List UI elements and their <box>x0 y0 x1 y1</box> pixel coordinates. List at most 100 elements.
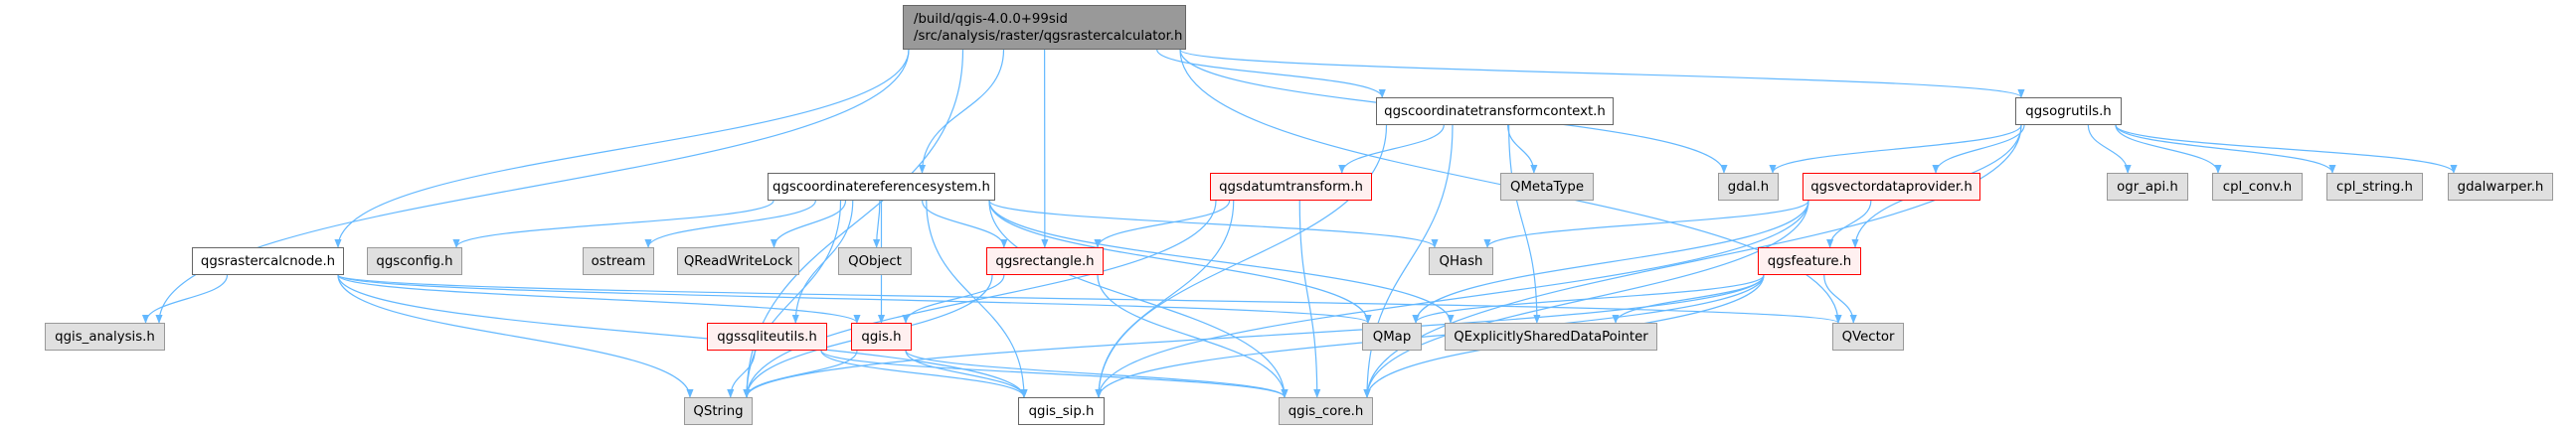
node-label: QVector <box>1841 329 1895 345</box>
edge-qgscrs-to-qesdp <box>988 200 1455 324</box>
node-qstring[interactable]: QString <box>684 397 753 425</box>
node-qgsogrutils[interactable]: qgsogrutils.h <box>2015 97 2122 125</box>
node-qobject[interactable]: QObject <box>838 247 912 275</box>
edge-qgsfeature-to-qmap <box>1412 274 1765 324</box>
node-gdal[interactable]: gdal.h <box>1718 173 1779 201</box>
edge-qgsvectordataprovider-to-qgsfeature <box>1826 200 1872 248</box>
node-label: qgis_sip.h <box>1028 403 1095 419</box>
node-qmap[interactable]: QMap <box>1362 323 1422 351</box>
edge-qgsogrutils-to-ogr_api <box>2087 124 2132 174</box>
node-label: ostream <box>591 253 646 269</box>
edge-qgsctc-to-qesdp <box>1508 124 1541 324</box>
node-label: ogr_api.h <box>2117 179 2178 195</box>
edge-qgsvectordataprovider-to-qhash <box>1483 200 1809 248</box>
node-qgsdatumtransform[interactable]: qgsdatumtransform.h <box>1210 173 1372 201</box>
node-qvector[interactable]: QVector <box>1832 323 1904 351</box>
edge-qgscrs-to-qgis_sip <box>926 200 1028 398</box>
edge-qgsdatumtransform-to-qstring <box>743 200 1217 398</box>
node-qmetatype[interactable]: QMetaType <box>1500 173 1594 201</box>
edge-qgsrectangle-to-qgis <box>902 274 1005 324</box>
edge-qgis-to-qgis_sip <box>905 350 1028 398</box>
edge-qgssqliteutils-to-qgis_sip <box>820 350 1028 398</box>
node-label: QMap <box>1372 329 1412 345</box>
node-label: qgscoordinatereferencesystem.h <box>773 179 990 195</box>
node-gdalwarper[interactable]: gdalwarper.h <box>2448 173 2553 201</box>
edge-qgsrastercalcnode-to-qgis <box>337 274 861 324</box>
edge-qgscrs-to-qobject <box>873 200 881 248</box>
node-qgssqliteutils[interactable]: qgssqliteutils.h <box>707 323 827 351</box>
node-label: cpl_conv.h <box>2222 179 2293 195</box>
node-label-line2: /src/analysis/raster/qgsrastercalculator… <box>914 28 1183 44</box>
node-label: qgis.h <box>861 329 902 345</box>
edge-qgsctc-to-qmetatype <box>1507 124 1538 174</box>
node-qgsfeature[interactable]: qgsfeature.h <box>1758 247 1861 275</box>
node-label: QReadWriteLock <box>683 253 793 269</box>
node-qgsvectordataprovider[interactable]: qgsvectordataprovider.h <box>1803 173 1980 201</box>
edge-root-to-qgscrs <box>918 49 1005 174</box>
node-label: qgsdatumtransform.h <box>1219 179 1363 195</box>
edge-qgsogrutils-to-cpl_conv <box>2115 124 2222 174</box>
node-label: gdalwarper.h <box>2457 179 2544 195</box>
node-qgsrastercalcnode[interactable]: qgsrastercalcnode.h <box>192 247 344 275</box>
node-label: QMetaType <box>1509 179 1585 195</box>
node-qhash[interactable]: QHash <box>1429 247 1493 275</box>
edge-qgscrs-to-qmap <box>988 200 1372 324</box>
node-qgscrs[interactable]: qgscoordinatereferencesystem.h <box>768 173 995 201</box>
node-cpl-string[interactable]: cpl_string.h <box>2326 173 2423 201</box>
edge-qgsfeature-to-qesdp <box>1612 274 1765 324</box>
edge-qgsdatumtransform-to-qgis_core <box>1298 200 1321 398</box>
node-label: qgis_analysis.h <box>55 329 155 345</box>
node-qgsrectangle[interactable]: qgsrectangle.h <box>986 247 1104 275</box>
edge-qgsrastercalcnode-to-qgis_sip <box>337 274 1028 398</box>
edge-qgscrs-to-qreadwritelock <box>770 200 847 248</box>
node-qreadwritelock[interactable]: QReadWriteLock <box>677 247 799 275</box>
edge-qgscrs-to-qgis_core <box>988 200 1288 398</box>
node-ogr-api[interactable]: ogr_api.h <box>2107 173 2188 201</box>
edge-qgsrastercalcnode-to-qgis_analysis <box>141 274 229 324</box>
edge-qgsfeature-to-qstring <box>743 274 1765 398</box>
node-qgsconfig[interactable]: qgsconfig.h <box>367 247 462 275</box>
node-label: qgsfeature.h <box>1767 253 1852 269</box>
node-label-line1: /build/qgis-4.0.0+99sid <box>914 11 1068 27</box>
edge-qgscrs-to-qhash <box>988 200 1439 248</box>
edge-qgssqliteutils-to-qstring <box>727 350 756 398</box>
node-label: qgssqliteutils.h <box>717 329 817 345</box>
node-label: qgsvectordataprovider.h <box>1810 179 1973 195</box>
node-label: cpl_string.h <box>2336 179 2413 195</box>
edge-qgsctc-to-qgsdatumtransform <box>1338 124 1445 174</box>
node-label: QHash <box>1439 253 1483 269</box>
edge-qgscrs-to-qgsrectangle <box>922 200 1008 248</box>
node-qgis-core[interactable]: qgis_core.h <box>1279 397 1373 425</box>
edge-qgsogrutils-to-gdalwarper <box>2115 124 2458 174</box>
node-qgis-analysis[interactable]: qgis_analysis.h <box>45 323 165 351</box>
edge-qgsogrutils-to-gdal <box>1769 124 2022 174</box>
edge-qgsfeature-to-qvector <box>1823 274 1857 324</box>
edge-qgsdatumtransform-to-qgsrectangle <box>1094 200 1231 248</box>
node-qgis[interactable]: qgis.h <box>851 323 912 351</box>
edge-qgssqliteutils-to-qgis_core <box>820 350 1288 398</box>
node-label: QObject <box>848 253 902 269</box>
node-label: qgsrectangle.h <box>995 253 1095 269</box>
edge-qgscrs-to-ostream <box>644 200 816 248</box>
edge-qgsrastercalcnode-to-qstring <box>337 274 694 398</box>
edge-root-to-qgsrastercalcnode <box>334 49 910 248</box>
edge-qgsvectordataprovider-to-qgis_sip <box>1095 200 1809 398</box>
edge-qgsogrutils-to-cpl_string <box>2115 124 2336 174</box>
node-root[interactable]: /build/qgis-4.0.0+99sid/src/analysis/ras… <box>903 5 1186 50</box>
node-label: QString <box>693 403 744 419</box>
node-qgis-sip[interactable]: qgis_sip.h <box>1018 397 1105 425</box>
edge-qgsrastercalcnode-to-qmap <box>337 274 1372 324</box>
node-qesdp[interactable]: QExplicitlySharedDataPointer <box>1445 323 1657 351</box>
node-cpl-conv[interactable]: cpl_conv.h <box>2212 173 2303 201</box>
edge-qgsctc-to-qgis_sip <box>1095 124 1388 398</box>
node-label: qgis_core.h <box>1288 403 1364 419</box>
edge-qgsvectordataprovider-to-qmap <box>1412 200 1809 324</box>
node-qgsctc[interactable]: qgscoordinatetransformcontext.h <box>1376 97 1614 125</box>
edge-qgsrectangle-to-qgis_core <box>1097 274 1288 398</box>
node-label: gdal.h <box>1727 179 1770 195</box>
node-label: qgsconfig.h <box>376 253 453 269</box>
edge-qgis-to-qstring <box>743 350 858 398</box>
node-label: qgscoordinatetransformcontext.h <box>1384 103 1606 119</box>
node-ostream[interactable]: ostream <box>583 247 654 275</box>
edge-qgsrastercalcnode-to-qvector <box>337 274 1842 324</box>
